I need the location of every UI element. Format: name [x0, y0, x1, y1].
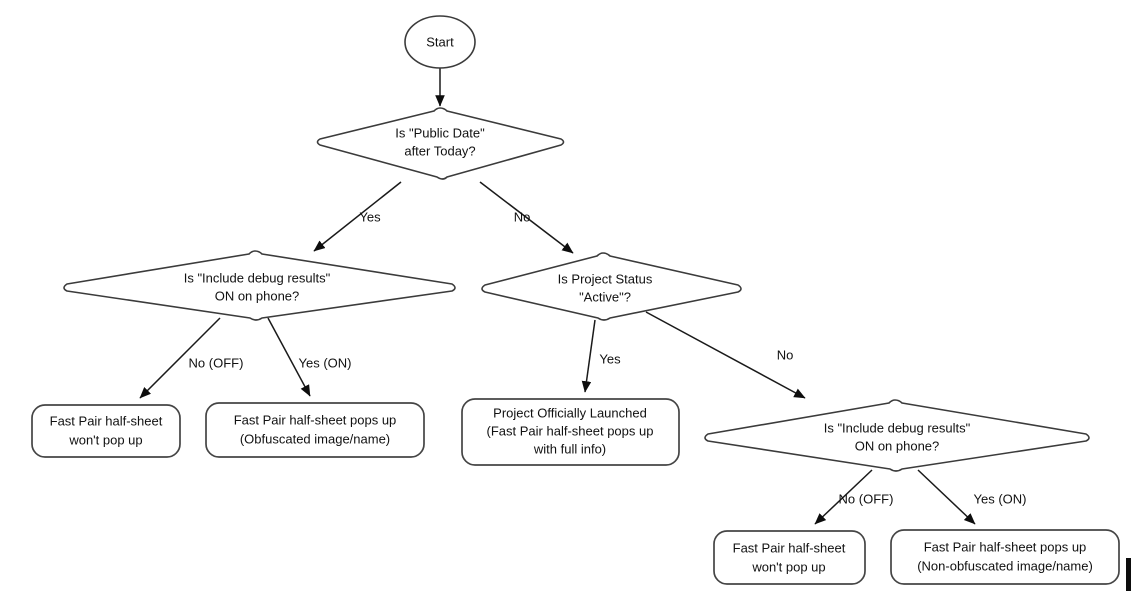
edge-project-status-no: No	[645, 311, 806, 399]
node-decision-project-status-line2: "Active"?	[579, 289, 631, 304]
node-decision-debug-left[interactable]: Is "Include debug results" ON on phone?	[63, 250, 456, 321]
node-result-left-off-line2: won't pop up	[68, 432, 142, 447]
edge-label-debug-left-off: No (OFF)	[189, 355, 244, 370]
node-result-left-on-line2: (Obfuscated image/name)	[240, 431, 390, 446]
node-start[interactable]: Start	[404, 15, 476, 69]
node-decision-debug-left-line2: ON on phone?	[215, 288, 300, 303]
node-decision-project-status[interactable]: Is Project Status "Active"?	[481, 252, 742, 321]
edge-label-debug-right-on: Yes (ON)	[974, 491, 1027, 506]
edge-public-date-no: No	[479, 181, 574, 254]
node-result-left-off[interactable]: Fast Pair half-sheet won't pop up	[31, 404, 181, 458]
edge-label-project-status-yes: Yes	[599, 351, 621, 366]
node-result-right-off[interactable]: Fast Pair half-sheet won't pop up	[713, 530, 866, 585]
edge-label-debug-right-off: No (OFF)	[839, 491, 894, 506]
node-decision-debug-right-line2: ON on phone?	[855, 438, 940, 453]
edge-label-public-date-yes: Yes	[359, 209, 381, 224]
node-result-launched[interactable]: Project Officially Launched (Fast Pair h…	[461, 398, 680, 466]
node-result-right-off-line1: Fast Pair half-sheet	[733, 540, 846, 555]
node-decision-public-date[interactable]: Is "Public Date" after Today?	[316, 107, 565, 180]
edge-debug-right-off: No (OFF)	[814, 469, 894, 525]
edge-project-status-yes: Yes	[581, 319, 621, 393]
node-result-launched-line3: with full info)	[533, 441, 606, 456]
node-decision-debug-left-line1: Is "Include debug results"	[184, 270, 331, 285]
node-decision-public-date-line2: after Today?	[404, 143, 475, 158]
node-result-right-on-line2: (Non-obfuscated image/name)	[917, 558, 1093, 573]
edge-debug-left-off: No (OFF)	[139, 317, 244, 399]
node-decision-project-status-line1: Is Project Status	[558, 271, 653, 286]
node-decision-debug-right-line1: Is "Include debug results"	[824, 420, 971, 435]
edge-label-project-status-no: No	[777, 347, 794, 362]
edge-debug-left-on: Yes (ON)	[267, 317, 352, 397]
edge-label-public-date-no: No	[514, 209, 531, 224]
node-result-right-on[interactable]: Fast Pair half-sheet pops up (Non-obfusc…	[890, 529, 1120, 585]
edge-debug-right-on: Yes (ON)	[917, 469, 1027, 525]
edge-label-debug-left-on: Yes (ON)	[299, 355, 352, 370]
node-decision-public-date-line1: Is "Public Date"	[395, 125, 485, 140]
node-result-left-on-line1: Fast Pair half-sheet pops up	[234, 412, 397, 427]
node-decision-debug-right[interactable]: Is "Include debug results" ON on phone?	[704, 399, 1090, 472]
node-result-left-off-line1: Fast Pair half-sheet	[50, 413, 163, 428]
node-result-left-on[interactable]: Fast Pair half-sheet pops up (Obfuscated…	[205, 402, 425, 458]
node-result-launched-line2: (Fast Pair half-sheet pops up	[487, 423, 654, 438]
node-start-label: Start	[426, 34, 454, 49]
node-result-right-off-line2: won't pop up	[751, 559, 825, 574]
scan-artifact-bar	[1126, 558, 1131, 591]
node-result-launched-line1: Project Officially Launched	[493, 405, 647, 420]
edge-public-date-yes: Yes	[313, 181, 402, 252]
node-result-right-on-line1: Fast Pair half-sheet pops up	[924, 539, 1087, 554]
